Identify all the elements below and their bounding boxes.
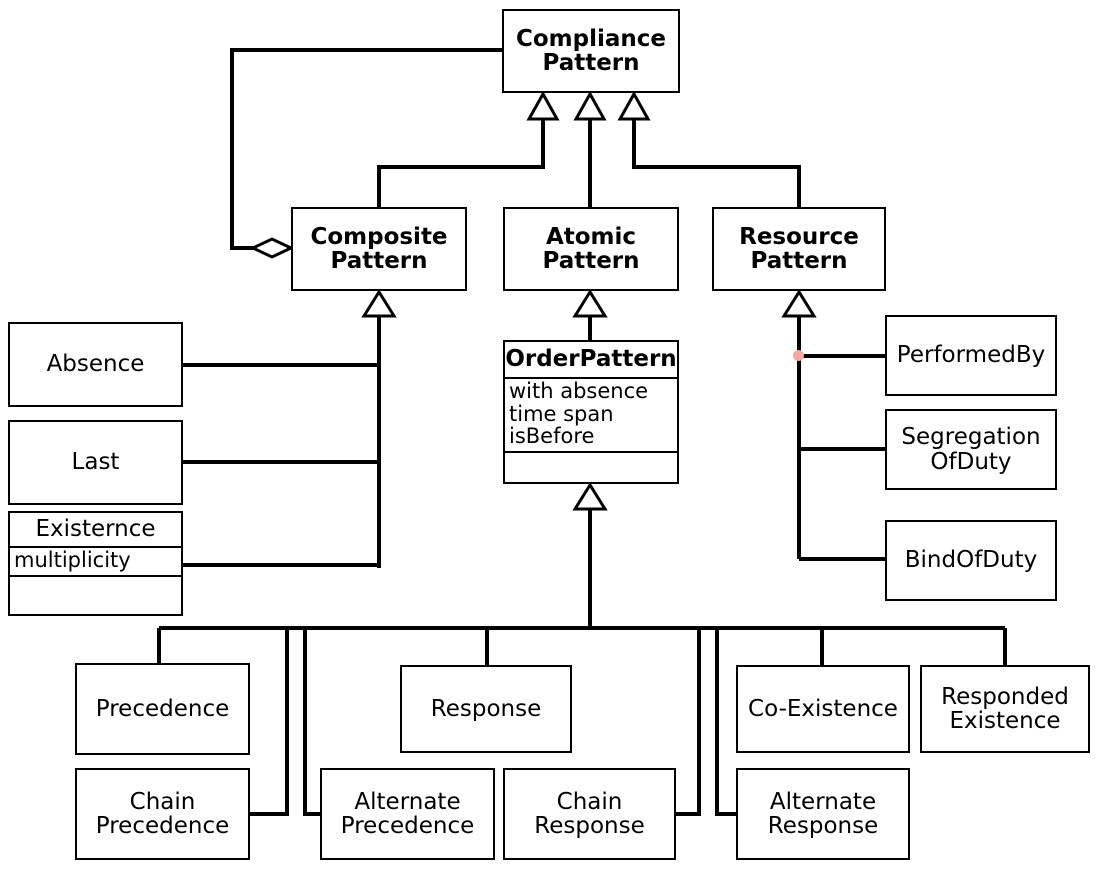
- class-existernce-attributes: multiplicity: [10, 548, 181, 577]
- class-chain-response[interactable]: Chain Response: [503, 768, 676, 860]
- gen-arrowhead-composite: [526, 90, 560, 121]
- edge-gen-compliance-resource: [632, 119, 801, 207]
- edge-gen-orderpattern-alternate-response: [715, 628, 736, 816]
- edge-gen-orderpattern-chain-precedence: [250, 628, 289, 816]
- gen-arrowhead-atomic: [573, 90, 607, 121]
- aggregation-diamond: [249, 237, 295, 259]
- class-existernce-title: Existernce: [10, 513, 181, 548]
- class-resource-pattern-title: Resource Pattern: [739, 223, 859, 274]
- class-composite-pattern-title: Composite Pattern: [310, 223, 448, 274]
- class-existernce-operations: [10, 577, 181, 614]
- class-response[interactable]: Response: [400, 665, 572, 753]
- class-compliance-pattern[interactable]: Compliance Pattern: [502, 9, 680, 93]
- edge-gen-orderpattern-alternate-precedence: [303, 628, 320, 816]
- gen-arrowhead-atomic-children: [572, 289, 608, 318]
- class-order-pattern-attributes: with absence time span isBefore: [505, 379, 677, 454]
- class-co-existence-title: Co-Existence: [748, 695, 898, 722]
- class-performed-by[interactable]: PerformedBy: [885, 315, 1057, 396]
- edge-gen-compliance-composite: [377, 119, 545, 207]
- class-segregation-of-duty-title: Segregation OfDuty: [901, 424, 1041, 475]
- gen-arrowhead-resource-children: [781, 289, 817, 318]
- class-absence[interactable]: Absence: [8, 322, 183, 407]
- class-responded-existence-title: Responded Existence: [941, 683, 1069, 734]
- class-precedence[interactable]: Precedence: [75, 663, 250, 755]
- gen-arrowhead-resource: [617, 90, 651, 121]
- class-alternate-response-title: Alternate Response: [767, 788, 879, 839]
- class-segregation-of-duty[interactable]: Segregation OfDuty: [885, 409, 1057, 490]
- class-chain-precedence[interactable]: Chain Precedence: [75, 768, 250, 860]
- class-atomic-pattern[interactable]: Atomic Pattern: [503, 207, 679, 291]
- class-co-existence[interactable]: Co-Existence: [736, 665, 910, 753]
- class-precedence-title: Precedence: [95, 695, 230, 722]
- class-last-title: Last: [71, 449, 120, 476]
- class-existernce[interactable]: Existernce multiplicity: [8, 511, 183, 616]
- class-order-pattern[interactable]: OrderPattern with absence time span isBe…: [503, 340, 679, 484]
- selection-handle-dot[interactable]: [793, 350, 804, 361]
- class-performed-by-title: PerformedBy: [896, 342, 1046, 369]
- gen-arrowhead-orderpattern-children: [572, 482, 608, 511]
- class-absence-title: Absence: [46, 351, 145, 378]
- class-resource-pattern[interactable]: Resource Pattern: [712, 207, 886, 291]
- class-response-title: Response: [430, 695, 542, 722]
- class-chain-response-title: Chain Response: [534, 788, 645, 839]
- class-alternate-response[interactable]: Alternate Response: [736, 768, 910, 860]
- gen-arrowhead-composite-children: [361, 289, 397, 318]
- class-chain-precedence-title: Chain Precedence: [95, 788, 230, 839]
- class-alternate-precedence[interactable]: Alternate Precedence: [320, 768, 495, 860]
- class-bind-of-duty[interactable]: BindOfDuty: [885, 520, 1057, 601]
- class-alternate-precedence-title: Alternate Precedence: [340, 788, 475, 839]
- class-order-pattern-operations: [505, 453, 677, 482]
- class-order-pattern-title: OrderPattern: [505, 342, 677, 379]
- class-composite-pattern[interactable]: Composite Pattern: [291, 207, 467, 291]
- class-compliance-pattern-title: Compliance Pattern: [515, 25, 666, 76]
- class-bind-of-duty-title: BindOfDuty: [904, 547, 1038, 574]
- class-last[interactable]: Last: [8, 420, 183, 505]
- class-responded-existence[interactable]: Responded Existence: [920, 665, 1090, 753]
- edge-gen-orderpattern-chain-response: [676, 628, 701, 816]
- class-atomic-pattern-title: Atomic Pattern: [542, 223, 640, 274]
